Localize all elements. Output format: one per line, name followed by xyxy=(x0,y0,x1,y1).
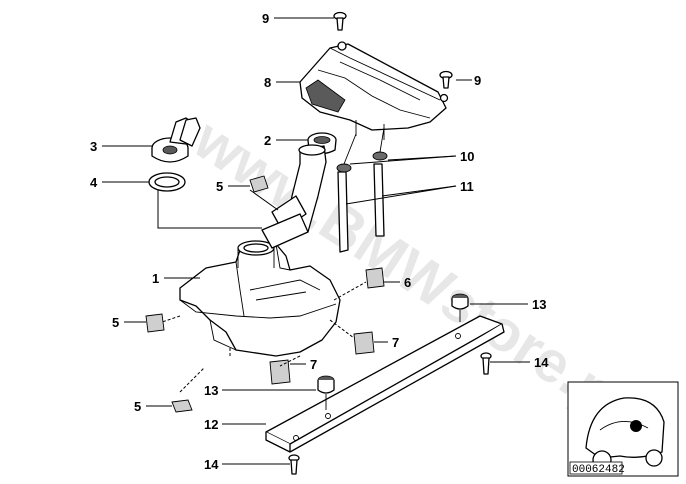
rubber-mount-left-part xyxy=(317,375,335,410)
callout-7-right: 7 xyxy=(392,335,399,350)
callout-5-lower: 5 xyxy=(134,399,141,414)
highlight-location-icon xyxy=(630,420,642,432)
callout-14-bottom: 14 xyxy=(204,457,219,472)
callout-8: 8 xyxy=(264,75,271,90)
filler-neck-part xyxy=(271,144,327,233)
fuel-tank-part xyxy=(179,213,341,357)
callout-3: 3 xyxy=(90,139,97,154)
vent-hoses-part xyxy=(337,163,385,253)
callout-14-right: 14 xyxy=(534,355,549,370)
callout-9-top: 9 xyxy=(262,11,269,26)
rubber-mount-right-part xyxy=(451,293,469,322)
callout-5-upper: 5 xyxy=(216,179,223,194)
rubber-pad-5a-part xyxy=(249,175,269,193)
screw-right-part xyxy=(439,70,453,89)
rubber-pad-5b-part xyxy=(145,313,165,333)
diagram-code: 00062482 xyxy=(572,464,625,476)
callout-1: 1 xyxy=(152,271,159,286)
callout-4: 4 xyxy=(90,175,98,190)
hose-clamps-part xyxy=(336,127,388,173)
callout-7-middle: 7 xyxy=(310,357,317,372)
callout-9-right: 9 xyxy=(474,73,481,88)
rubber-pad-7a-part xyxy=(353,331,375,355)
gasket-ring-part xyxy=(148,172,186,192)
callout-2: 2 xyxy=(264,133,271,148)
callout-13-left: 13 xyxy=(204,383,218,398)
callout-13-right: 13 xyxy=(532,297,546,312)
fuel-pump-flange-part xyxy=(151,117,201,163)
callout-5-left: 5 xyxy=(112,315,119,330)
leader-lines xyxy=(102,17,530,465)
callout-6: 6 xyxy=(404,275,411,290)
callout-12: 12 xyxy=(204,417,218,432)
mounting-bracket-part xyxy=(265,315,505,453)
callout-10: 10 xyxy=(460,149,474,164)
rubber-pad-7b-part xyxy=(269,359,291,385)
callout-labels: 9 8 9 2 3 10 4 5 11 1 6 13 5 7 7 14 13 5… xyxy=(90,11,549,472)
bolt-bottom-part xyxy=(288,454,300,475)
bolt-right-part xyxy=(480,352,492,375)
rubber-pad-6-part xyxy=(365,267,385,289)
callout-11: 11 xyxy=(460,179,474,194)
screw-top-part xyxy=(333,11,347,31)
rubber-pad-5c-part xyxy=(171,399,193,413)
vehicle-location-thumbnail: 00062482 xyxy=(567,381,679,477)
tank-cover-part xyxy=(299,41,449,140)
